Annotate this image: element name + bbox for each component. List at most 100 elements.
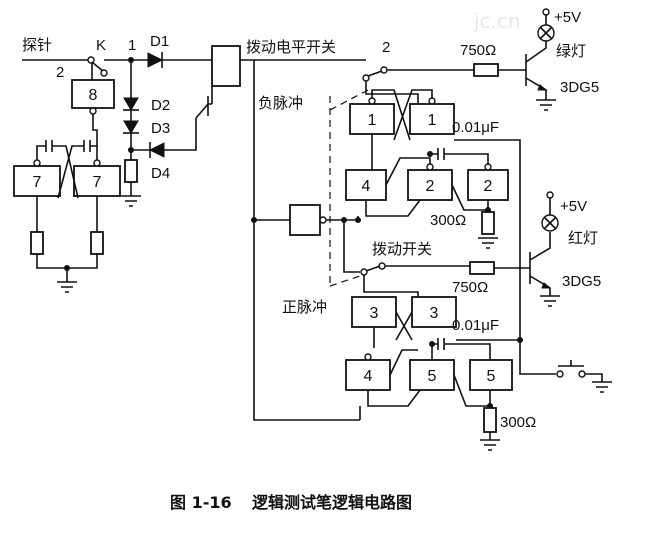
node-2-left-label: 2 [56,64,64,81]
wire-7-left-up [36,145,46,160]
resistor-750-green [473,63,499,77]
gate-4-bottom-label: 4 [364,368,373,385]
wire-5-feedback [367,389,421,407]
negative-pulse-section: 负脉冲 1 1 0.01μF 4 2 2 300Ω [258,89,521,340]
ground-junction-left [64,265,70,271]
r-red-label: 750Ω [452,279,488,296]
wire-7-right-up [90,145,98,160]
switch-k-contact-b [100,69,108,77]
inverter-junction-b [355,217,361,223]
gate-3-left-label: 3 [370,305,379,322]
ground-symbol-r300-bottom [480,439,500,451]
diode-d2 [123,97,139,111]
wire-bus-to-button [519,340,556,375]
wire-toggle-to-gate3 [363,275,419,300]
gate-8-label: 8 [89,87,98,104]
wire-4-to-5 [389,349,491,407]
push-button-left [195,96,212,119]
ground-symbol-red [540,295,560,307]
transistor-top-label: 3DG5 [560,79,599,96]
gate-1-left-label: 1 [368,112,377,129]
green-lamp-section: 750Ω +5V 绿灯 3DG5 [460,8,599,111]
gate-4-bottom [345,359,391,391]
dashed-linkage-bottom [329,275,361,287]
figure-number: 图 1-16 [170,493,232,512]
r300-bottom-label: 300Ω [500,414,536,431]
diode-d4 [148,142,165,158]
gate-2-left-label: 2 [426,178,435,195]
toggle-switch-label: 拨动开关 [372,240,432,258]
diode-d3-label: D3 [151,120,170,137]
wire-d4 [131,118,197,151]
plus5v-red-label: +5V [560,198,587,215]
cap-top-label: 0.01μF [452,119,499,136]
capacitor-bottom-5 [432,338,491,360]
transistor-green-arrow [537,84,548,91]
ground-symbol-green [536,99,556,111]
red-lamp-cross [543,216,557,230]
diode-d3 [123,120,139,134]
gate-2-right-label: 2 [484,178,493,195]
diode-d4-label: D4 [151,165,170,182]
terminal-5v-top [542,8,550,16]
level-switch-section: 拨动电平开关 2 [211,38,474,421]
switch-k-label: K [96,37,106,54]
red-lamp-label: 红灯 [568,229,598,247]
push-button-right-contact-b [578,370,586,378]
positive-pulse-section: 正脉冲 3 3 0.01μF 4 5 5 300Ω [282,296,612,451]
cross-coupling-7 [52,145,84,199]
watermark: jc.cn [473,9,521,33]
transistor-red-label: 3DG5 [562,273,601,290]
ground-symbol-left [57,281,77,293]
figure-title: 逻辑测试笔逻辑电路图 [252,493,412,512]
gate-4-bottom-bubble [364,353,372,361]
cross-coupling-3 [395,311,413,341]
resistor-750-red [469,261,495,275]
resistor-diode [124,159,138,183]
pos-pulse-label: 正脉冲 [282,298,327,316]
node-2-switch-label: 2 [382,39,390,56]
capacitor-left-b [83,140,91,152]
gate-1-left-bubble [368,97,376,105]
r-green-label: 750Ω [460,42,496,59]
probe-label: 探针 [22,36,52,54]
transistor-red-collector [529,232,551,261]
switch-contact-2 [380,66,388,74]
neg-pulse-label: 负脉冲 [258,94,303,112]
diode-d2-label: D2 [151,97,170,114]
resistor-7-right [90,231,104,255]
ground-symbol-button [592,381,612,393]
push-button-right-contact-a [556,370,564,378]
r300-top-label: 300Ω [430,212,466,229]
level-switch-box [211,45,241,87]
resistor-7-left [30,231,44,255]
wire-8-to-7 [92,124,98,146]
gate-5-right [469,359,513,391]
red-lamp-section: 拨动开关 750Ω +5V 红灯 3DG5 [360,191,601,307]
capacitor-top-2 [430,148,489,164]
diode-d1-label: D1 [150,33,169,50]
gate-2-left [407,169,453,201]
wire-gate1-to-right-bus [454,139,521,340]
ground-symbol-diode [121,195,141,207]
cap-bottom-label: 0.01μF [452,317,499,334]
diode-d1 [147,52,164,68]
gate-1-right-label: 1 [428,112,437,129]
terminal-5v-red [546,191,554,199]
gate-7-right-label: 7 [93,174,102,191]
green-lamp-cross [539,26,553,40]
gate-5-right-label: 5 [487,368,496,385]
gate-5-left-label: 5 [428,368,437,385]
transistor-green-collector [525,40,547,63]
resistor-300-top [481,211,495,235]
gate-3-right-label: 3 [430,305,439,322]
node-1-label: 1 [128,37,136,54]
wire-to-gate-1 [365,81,419,104]
transistor-red-arrow [541,282,552,289]
wire-2-feedback [365,184,489,217]
push-button-right [558,360,584,367]
cross-coupling-1 [371,89,433,141]
central-inverter-bubble [319,216,327,224]
